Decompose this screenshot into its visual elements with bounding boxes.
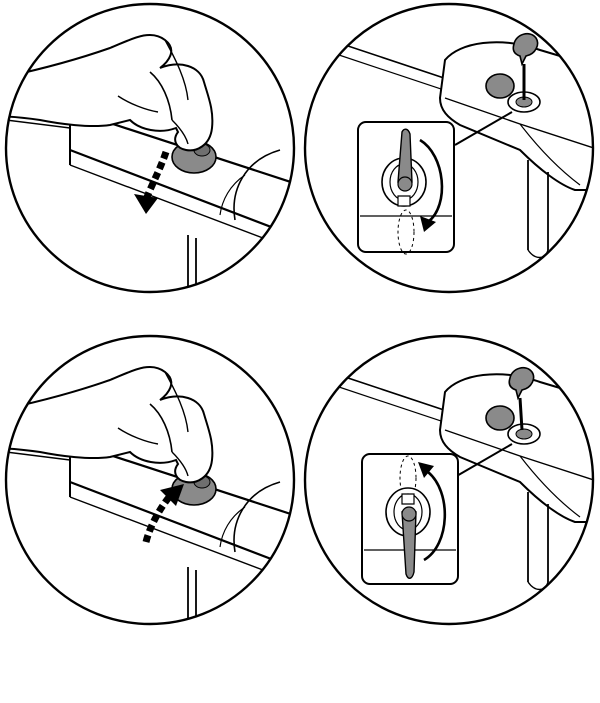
panel-top-right: [303, 2, 595, 294]
key-icon: [512, 32, 539, 67]
panel-bottom-left-scene: [6, 365, 294, 624]
key-icon: [508, 366, 535, 401]
lock-housing: [438, 373, 593, 523]
panel-bottom-left-frame: [4, 334, 296, 626]
lock-knob: [485, 405, 515, 431]
lever-icon: [401, 511, 417, 579]
panel-bottom-right-scene: [329, 366, 593, 591]
turn-down-arrow: [134, 150, 170, 214]
panel-top-left: [4, 2, 296, 294]
panel-bottom-right: [303, 334, 595, 626]
lock-housing: [438, 41, 593, 191]
lock-knob: [485, 73, 515, 99]
lever-icon: [397, 128, 413, 183]
panel-bottom-right-frame: [303, 334, 595, 626]
panel-top-right-frame: [303, 2, 595, 294]
panel-top-left-frame: [4, 2, 296, 294]
turn-up-arrow: [142, 484, 184, 543]
rotate-counterclockwise-arrow: [418, 462, 447, 562]
hand: [6, 33, 214, 152]
panel-top-right-scene: [329, 32, 593, 259]
rotate-clockwise-arrow: [419, 138, 444, 232]
hand: [6, 365, 214, 484]
panel-top-left-scene: [6, 33, 294, 292]
panel-bottom-left: [4, 334, 296, 626]
